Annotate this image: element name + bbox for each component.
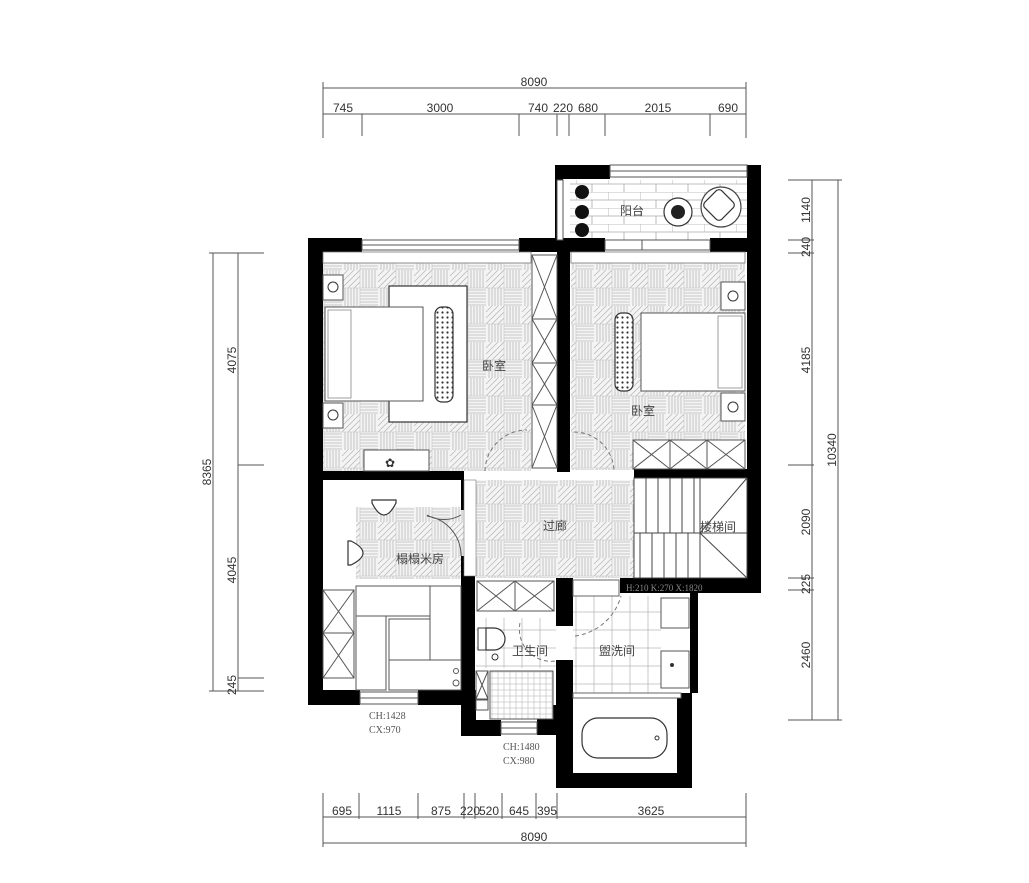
windows: [359, 164, 748, 735]
dim-right-seg-4: 2090: [799, 508, 813, 535]
corridor: 过廊: [463, 479, 567, 612]
bed-icon: [614, 312, 746, 392]
dimension-right: [788, 179, 842, 721]
dimension-top: [322, 82, 747, 138]
dim-top-seg-1: 745: [333, 101, 353, 115]
dim-top-seg-6: 2015: [645, 101, 672, 115]
tatami-storage-icon: [322, 585, 462, 691]
dimension-left: [209, 252, 264, 692]
toilet-room: 卫生间: [475, 622, 557, 720]
bed-icon: [324, 285, 468, 423]
nightstand-icon: [322, 274, 344, 429]
dim-top-seg-2: 3000: [427, 101, 454, 115]
nightstand-icon: [720, 281, 746, 422]
dim-left-seg-1: 4075: [225, 346, 239, 373]
svg-text:✿: ✿: [385, 456, 395, 470]
dim-right-seg-5: 225: [799, 574, 813, 594]
door-swing-icon: [574, 595, 622, 637]
dim-bottom-total: 8090: [521, 830, 548, 844]
door-swing-icon: [484, 429, 528, 472]
dim-bottom-seg-3: 875: [431, 804, 451, 818]
window-note-toilet-ch: CH:1480: [503, 742, 540, 753]
stair-spec-note: H:210 K:270 X:1820: [626, 583, 703, 593]
potted-plant-icon: [663, 197, 693, 227]
dim-bottom-seg-8: 3625: [638, 804, 665, 818]
room-label-bedroom-left: 卧室: [482, 358, 506, 373]
cabinet-icon: [476, 580, 555, 612]
room-label-corridor: 过廊: [543, 518, 567, 533]
dim-bottom-seg-1: 695: [332, 804, 352, 818]
room-label-balcony: 阳台: [620, 203, 644, 218]
door-swing-icon: [426, 514, 462, 557]
door-swing-icon: [573, 431, 615, 473]
balcony: 阳台: [575, 185, 742, 237]
room-label-washroom: 盥洗间: [599, 644, 635, 658]
sink-icon: [660, 597, 690, 689]
wardrobe-icon: [632, 439, 746, 470]
bedroom-right: 卧室: [570, 251, 746, 473]
bedroom-left: ✿ 卧室: [322, 251, 558, 472]
room-label-stairwell: 楼梯间: [700, 519, 736, 534]
wardrobe-icon: [531, 254, 558, 469]
dim-bottom-seg-5: 520: [479, 804, 499, 818]
shower-icon: [475, 670, 554, 720]
tatami-room: 榻榻米房: [322, 480, 462, 691]
walls: [308, 165, 761, 788]
dim-top-seg-4: 220: [553, 101, 573, 115]
dimension-bottom: [322, 793, 747, 847]
dim-top-total: 8090: [521, 75, 548, 89]
window-note-tatami-cx: CX:970: [369, 725, 401, 736]
toilet-icon: [477, 627, 506, 661]
window-note-toilet-cx: CX:980: [503, 756, 535, 767]
dim-right-seg-1: 1140: [799, 197, 813, 223]
dim-left-seg-2: 4045: [225, 556, 239, 583]
bathtub-icon: [574, 700, 677, 773]
dim-top-seg-5: 680: [578, 101, 598, 115]
dim-right-seg-2: 240: [799, 237, 813, 257]
dim-right-seg-6: 2460: [799, 641, 813, 668]
lounge-chair-icon: [700, 186, 742, 228]
dim-top-seg-3: 740: [528, 101, 548, 115]
dim-right-seg-3: 4185: [799, 346, 813, 373]
dim-right-total: 10340: [825, 433, 839, 467]
dim-top-seg-7: 690: [718, 101, 738, 115]
dim-bottom-seg-7: 395: [537, 804, 557, 818]
plant-icon: [575, 185, 589, 237]
room-label-toilet: 卫生间: [512, 644, 548, 658]
dim-bottom-seg-2: 1115: [377, 804, 402, 818]
washroom: 盥洗间: [572, 579, 690, 773]
dim-bottom-seg-6: 645: [509, 804, 529, 818]
dresser-icon: ✿: [363, 449, 430, 472]
dim-left-total: 8365: [200, 458, 214, 485]
room-label-tatami: 榻榻米房: [396, 551, 444, 566]
door-swing-icon: [518, 622, 557, 662]
dim-bottom-seg-4: 220: [460, 804, 480, 818]
chair-icon: [347, 499, 397, 566]
room-label-bedroom-right: 卧室: [631, 403, 655, 418]
stairwell: [633, 477, 748, 579]
window-note-tatami-ch: CH:1428: [369, 711, 406, 722]
dim-left-seg-3: 245: [225, 675, 239, 695]
